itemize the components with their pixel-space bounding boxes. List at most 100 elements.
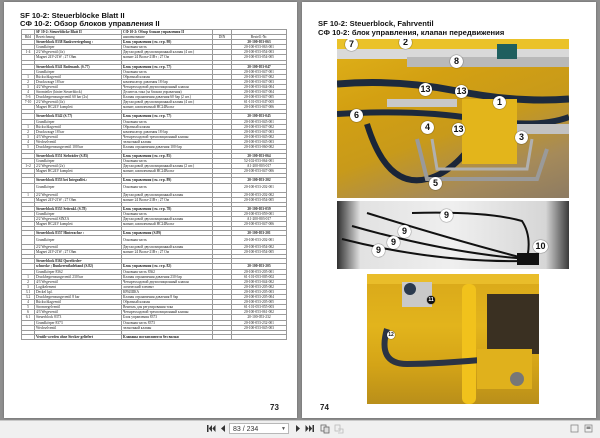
- full-screen-icon: [584, 424, 592, 433]
- callout-4: 4: [421, 121, 434, 134]
- callout-13a: 13: [419, 83, 432, 96]
- cell-nr: 20-100-053-064: [231, 153, 287, 160]
- document-viewer[interactable]: SF 10-2: Steuerblöcke Blatt II СФ 10-2: …: [0, 0, 600, 420]
- cell-nr: 20-100-053-047-003: [231, 78, 287, 85]
- cell-de: Grundkörper: [34, 182, 122, 193]
- cell-nr: 20-100-053-059-001: [231, 210, 287, 217]
- cell-nr: 20-100-053-232: [231, 314, 287, 321]
- cell-nr: 20-100-053-047-005: [231, 94, 287, 101]
- cell-pos: [21, 235, 35, 246]
- callout-12: 12: [387, 331, 395, 339]
- two-page-view-icon: [320, 424, 330, 434]
- cell-nr: [231, 333, 287, 340]
- last-page-icon: [305, 425, 314, 432]
- callout-9b: 9: [398, 225, 411, 238]
- table-group-row: schnecke ; Bunkerentladeband (S.82)Блок …: [21, 263, 287, 270]
- callout-13b: 13: [455, 85, 468, 98]
- cell-ru: Основная часть: [121, 235, 213, 246]
- cell-nr: S1-101-053-005-002: [231, 273, 287, 280]
- cell-nr: 20-100-053-047-001: [231, 68, 287, 75]
- next-page-button[interactable]: [294, 424, 301, 435]
- callout-8: 8: [450, 55, 463, 68]
- hydraulic-illustration: [337, 39, 569, 184]
- table-group-row: Steuerblock 8338 Bankverriegelung :Блок …: [21, 39, 287, 46]
- page-number: 73: [270, 403, 279, 412]
- prev-page-button[interactable]: [219, 424, 226, 435]
- page-number: 74: [320, 403, 329, 412]
- callout-7: 7: [345, 39, 358, 51]
- cell-nr: 20-100-053-047-002: [231, 123, 287, 130]
- cell-nr: 20-100-053-205-002: [231, 283, 287, 290]
- cell-nr: 20-100-053-061-002: [231, 309, 287, 316]
- fit-page-button[interactable]: [569, 424, 579, 435]
- table-group-row: Steuerblock 8357 Hinterachse :Блок управ…: [21, 230, 287, 237]
- cell-nr: 20-100-053-205-005: [231, 299, 287, 306]
- cell-nr: Bestell.-Nr.: [231, 34, 287, 41]
- cell-nr: 20-100-053-054-005: [231, 249, 287, 256]
- two-page-view-button[interactable]: [320, 424, 330, 435]
- cell-nr: S1-101-053-047-005: [231, 99, 287, 106]
- cell-pos: [21, 333, 35, 340]
- cell-nr: A1-200-803-017: [231, 215, 287, 223]
- cell-din: [212, 235, 232, 246]
- callout-9c: 9: [387, 236, 400, 249]
- photo-control-block: 7 2 8 13 13 1 6 4 13 3 5: [337, 39, 569, 198]
- cell-nr: 20-100-053-063: [231, 39, 287, 46]
- cell-nr: 52-102-053-064-001: [231, 158, 287, 165]
- last-page-button[interactable]: [305, 424, 314, 435]
- photo-pump: 11 12: [367, 274, 539, 404]
- page-number-input[interactable]: 83 / 234 ▼: [229, 423, 289, 434]
- cell-din: [212, 333, 232, 340]
- cell-nr: 20-100-053-201: [231, 230, 287, 237]
- callout-13c: 13: [452, 123, 465, 136]
- callout-10: 10: [533, 240, 548, 253]
- pump-illustration: [367, 274, 539, 404]
- fit-page-icon: [570, 424, 578, 433]
- cell-nr: 20-100-053-044-004: [231, 83, 287, 91]
- next-page-icon: [295, 425, 300, 432]
- callout-2: 2: [399, 39, 412, 49]
- cell-nr: 20-100-053-054-003: [231, 49, 287, 56]
- page-dropdown-icon[interactable]: ▼: [281, 426, 286, 432]
- cell-nr: 20-100-053-047-006: [231, 104, 287, 111]
- single-page-view-button[interactable]: [334, 424, 344, 435]
- table-spacer-row: [21, 329, 287, 335]
- cell-nr: 20-100-053-045-002: [231, 133, 287, 140]
- cell-nr: 20-100-053-202: [231, 177, 287, 184]
- cell-nr: 20-100-053-060-002: [231, 143, 287, 151]
- cell-pos: [21, 182, 35, 193]
- cell-din: [212, 182, 232, 193]
- page-indicator: 83 / 234: [233, 426, 259, 433]
- cell-nr: 20-100-053-047-004: [231, 89, 287, 96]
- cell-nr: 20-100-053-047: [231, 63, 287, 70]
- cell-nr: 20-100-053-054-005: [231, 196, 287, 203]
- table-group-row: Steuerblock 8351 Siebräder (S.85)Блок уп…: [21, 153, 287, 160]
- full-screen-button[interactable]: [583, 424, 593, 435]
- first-page-button[interactable]: [207, 424, 216, 435]
- cell-nr: 20-100-053-202-001: [231, 235, 287, 246]
- page-title-de: SF 10-2: Steuerblock, Fahrventil: [318, 19, 434, 28]
- cables-illustration: [341, 211, 539, 265]
- single-page-view-icon: [334, 424, 344, 434]
- cell-nr: 20-100-053-202-002: [231, 191, 287, 198]
- callout-1: 1: [493, 96, 506, 109]
- page-73: SF 10-2: Steuerblöcke Blatt II СФ 10-2: …: [4, 2, 297, 418]
- page-title-ru: СФ 10-2: Обзор блоков управления II: [20, 19, 160, 28]
